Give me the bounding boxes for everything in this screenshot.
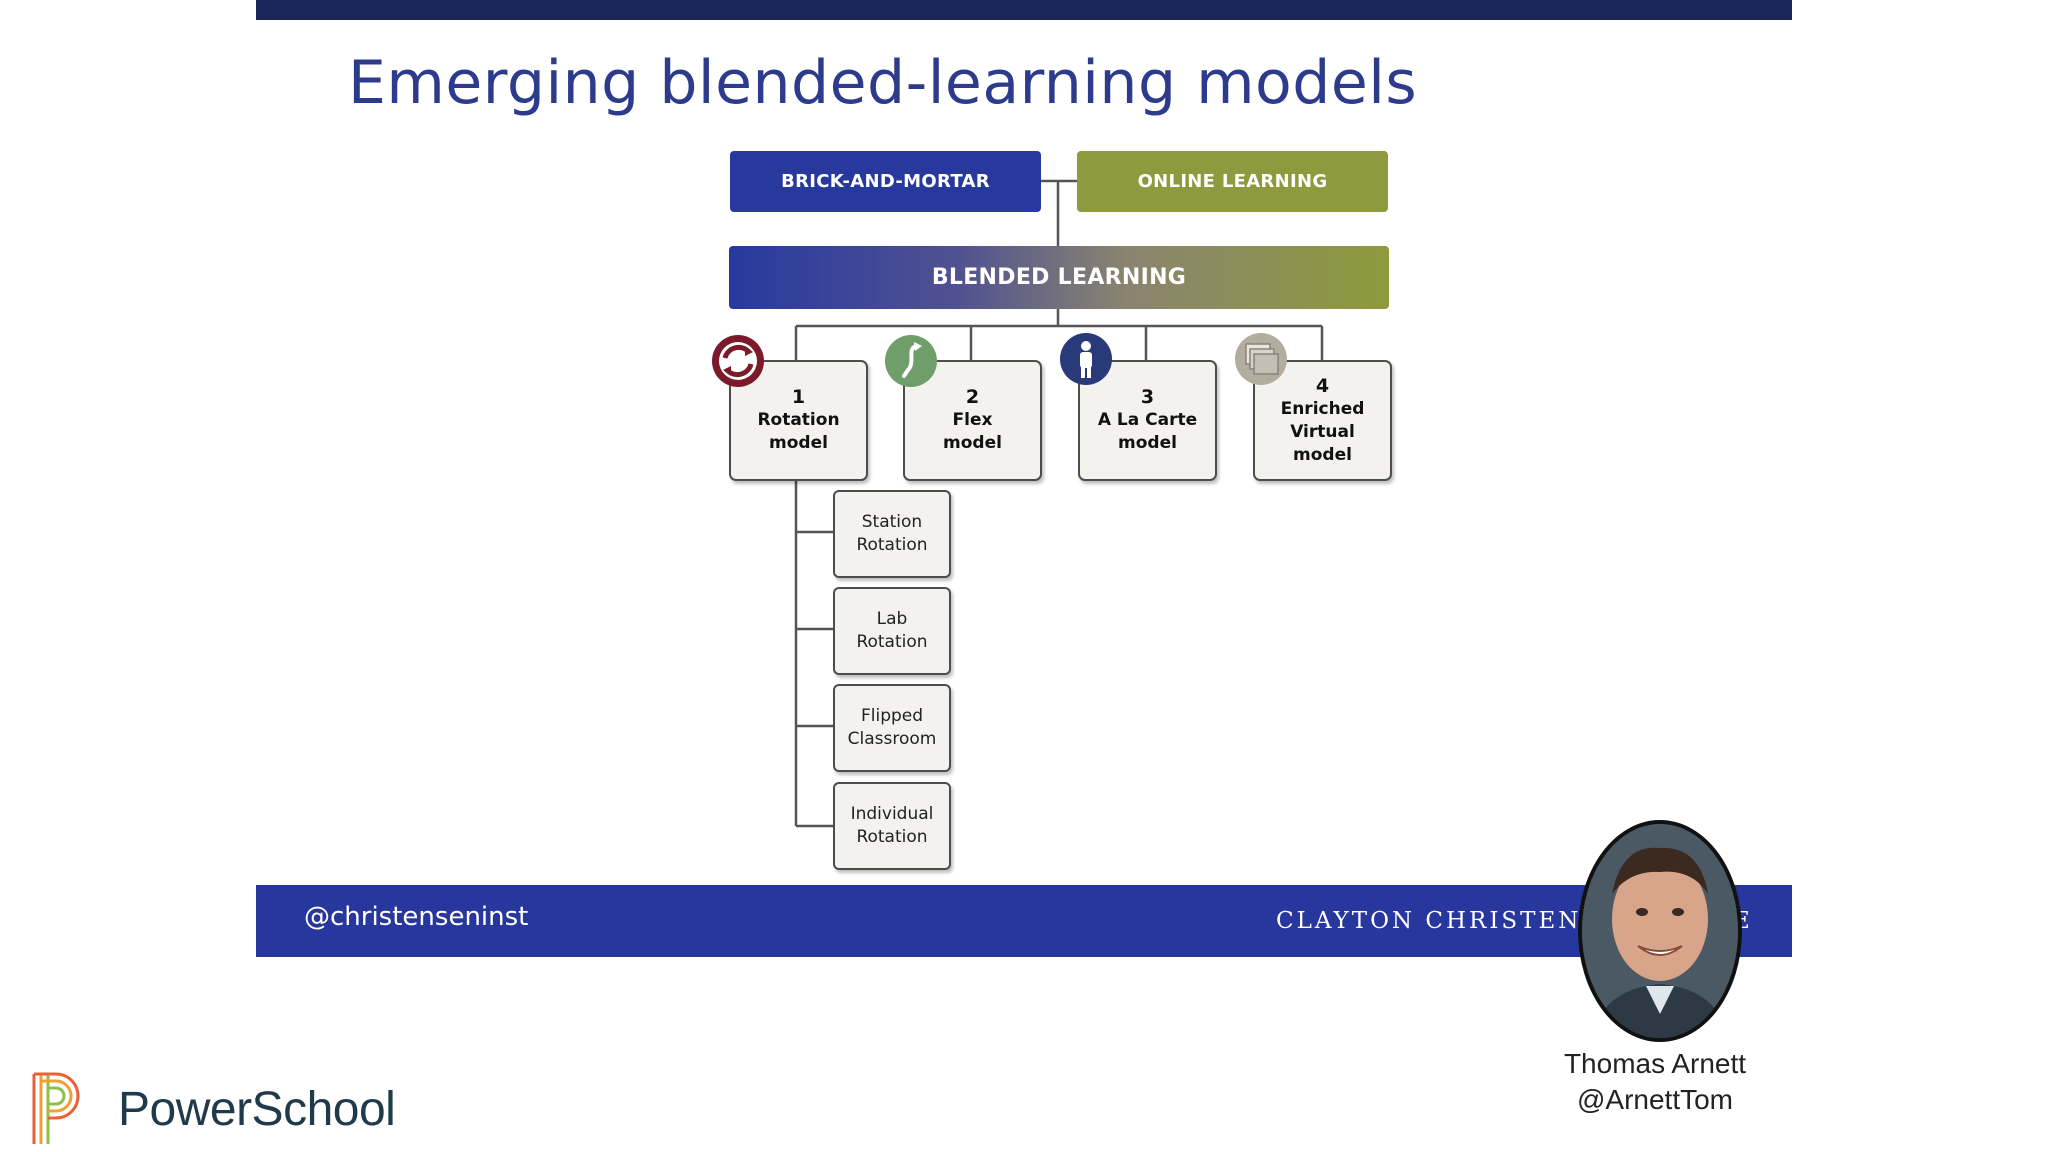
speaker-handle: @ArnettTom — [1576, 1084, 1734, 1115]
person-icon — [1060, 333, 1112, 385]
model-2-label-line1: Flex — [952, 410, 993, 430]
model-3-label-line1: A La Carte — [1097, 410, 1198, 430]
speaker-name: Thomas Arnett — [1563, 1048, 1747, 1079]
submodel-1-line1: Station — [861, 512, 923, 532]
model-4-label-line1: Enriched — [1280, 398, 1365, 419]
powerschool-logo-icon — [32, 1072, 80, 1144]
model-1-label-line2: model — [769, 433, 828, 453]
submodel-2-line2: Rotation — [856, 632, 928, 652]
model-4-label-line3: model — [1293, 444, 1352, 465]
online-learning-box: ONLINE LEARNING — [1077, 151, 1388, 212]
model-3-number: 3 — [1140, 386, 1155, 408]
submodel-1-line2: Rotation — [856, 535, 928, 555]
submodel-station-rotation: Station Rotation — [833, 490, 951, 578]
model-2-box: 2 Flex model — [903, 360, 1042, 481]
model-4-number: 4 — [1315, 374, 1330, 397]
powerschool-brand-name: PowerSchool — [118, 1083, 396, 1136]
stacked-pages-icon — [1235, 333, 1287, 385]
model-4-box: 4 Enriched Virtual model — [1253, 360, 1392, 481]
model-1-label-line1: Rotation — [757, 410, 840, 430]
slide-top-bar — [256, 0, 1792, 20]
model-2-number: 2 — [965, 386, 980, 408]
submodel-3-line1: Flipped — [860, 706, 924, 726]
diagram-connectors — [794, 179, 1324, 828]
slide-footer-bar — [256, 885, 1792, 957]
brick-and-mortar-box: BRICK-AND-MORTAR — [730, 151, 1041, 212]
footer-twitter-handle: @christenseninst — [304, 902, 529, 932]
rotation-arrows-icon — [712, 335, 764, 387]
model-3-label-line2: model — [1118, 433, 1177, 453]
submodel-lab-rotation: Lab Rotation — [833, 587, 951, 675]
model-3-box: 3 A La Carte model — [1078, 360, 1217, 481]
model-1-number: 1 — [791, 386, 806, 408]
flex-s-curve-icon — [885, 335, 937, 387]
submodel-3-line2: Classroom — [847, 729, 937, 749]
submodel-individual-rotation: Individual Rotation — [833, 782, 951, 870]
model-2-label-line2: model — [943, 433, 1002, 453]
blended-learning-box: BLENDED LEARNING — [729, 246, 1389, 309]
submodel-flipped-classroom: Flipped Classroom — [833, 684, 951, 772]
submodel-2-line1: Lab — [876, 609, 908, 629]
slide-title: Emerging blended-learning models — [348, 48, 1418, 118]
speaker-avatar — [1578, 820, 1742, 1042]
submodel-4-line2: Rotation — [856, 827, 928, 847]
submodel-4-line1: Individual — [850, 804, 934, 824]
speaker-face-illustration — [1582, 824, 1738, 1038]
footer-institute-name: CLAYTON CHRISTENSE — [1276, 908, 1620, 934]
model-4-label-line2: Virtual — [1290, 421, 1355, 442]
